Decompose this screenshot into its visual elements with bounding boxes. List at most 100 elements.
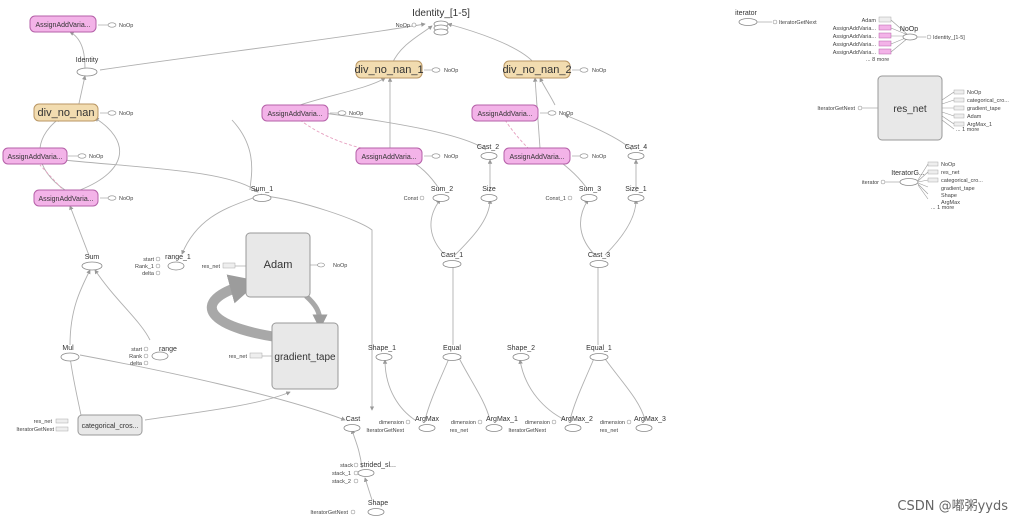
equal-node[interactable]: Equal: [442, 345, 462, 361]
assign-add-node-2[interactable]: AssignAddVaria... NoOp: [2, 147, 103, 165]
cast-node[interactable]: Cast: [343, 416, 361, 432]
svg-text:Sum_3: Sum_3: [579, 186, 601, 193]
svg-text:dimension: dimension: [525, 420, 550, 426]
categorical-crossentropy-node[interactable]: categorical_cros... res_net IteratorGetN…: [16, 414, 143, 436]
svg-text:iterator: iterator: [735, 10, 757, 17]
svg-text:Adam: Adam: [967, 114, 982, 120]
svg-text:AssignAddVaria...: AssignAddVaria...: [833, 34, 877, 40]
sum-node[interactable]: Sum: [81, 254, 103, 271]
svg-text:AssignAddVaria...: AssignAddVaria...: [477, 111, 532, 118]
assign-add-node-7[interactable]: AssignAddVaria... NoOp: [503, 147, 606, 165]
cast-4-node[interactable]: Cast_4: [625, 144, 647, 160]
equal-1-node[interactable]: Equal_1: [586, 345, 612, 361]
svg-text:start: start: [143, 257, 154, 263]
aux-iterator-get-next[interactable]: IteratorG... iterator NoOp res_net categ…: [862, 161, 983, 211]
mul-node[interactable]: Mul: [60, 345, 80, 362]
aux-res-net[interactable]: res_net IteratorGetNext NoOp categorical…: [817, 75, 1009, 141]
svg-text:IteratorGetNext: IteratorGetNext: [508, 428, 546, 434]
svg-text:Cast_3: Cast_3: [588, 252, 610, 259]
svg-text:NoOp: NoOp: [119, 23, 133, 29]
assign-add-node-3[interactable]: AssignAddVaria... NoOp: [33, 189, 133, 207]
div-no-nan-2-node[interactable]: div_no_nan_2 NoOp: [502, 60, 606, 79]
svg-text:IteratorGetNext: IteratorGetNext: [366, 428, 404, 434]
aux-noop[interactable]: Adam AssignAddVaria... AssignAddVaria...…: [833, 16, 966, 63]
shape-1-node[interactable]: Shape_1: [368, 345, 396, 361]
assign-add-node-5[interactable]: AssignAddVaria... NoOp: [355, 147, 458, 165]
range-node[interactable]: range start Rank delta: [129, 346, 177, 367]
range-1-node[interactable]: range_1 start Rank_1 delta: [135, 254, 191, 277]
argmax-2-node[interactable]: ArgMax_2 dimension IteratorGetNext: [508, 416, 593, 434]
identity-1-5-label: Identity_[1-5]: [412, 8, 470, 19]
identity-node[interactable]: Identity: [76, 57, 99, 77]
svg-text:res_net: res_net: [229, 354, 248, 360]
watermark-text: CSDN @嘟粥yyds: [897, 499, 1008, 514]
svg-text:NoOp: NoOp: [967, 90, 981, 96]
svg-text:div_no_nan_2: div_no_nan_2: [502, 64, 571, 76]
gradient-tape-node[interactable]: gradient_tape res_net: [229, 322, 339, 390]
shape-node[interactable]: Shape IteratorGetNext: [310, 500, 388, 516]
svg-text:Adam: Adam: [264, 259, 293, 271]
sum-2-node[interactable]: Sum_2 Const: [404, 186, 454, 202]
edges: [39, 22, 646, 501]
svg-text:Const_1: Const_1: [546, 196, 567, 202]
svg-text:Shape_1: Shape_1: [368, 345, 396, 352]
argmax-node[interactable]: ArgMax dimension IteratorGetNext: [366, 416, 439, 434]
svg-text:Cast: Cast: [346, 416, 360, 423]
adam-node[interactable]: Adam res_net NoOp: [202, 232, 348, 298]
assign-add-node-4[interactable]: AssignAddVaria... NoOp: [261, 104, 363, 122]
assign-add-node-6[interactable]: AssignAddVaria... NoOp: [471, 104, 573, 122]
svg-text:Size: Size: [482, 186, 496, 193]
svg-text:AssignAddVaria...: AssignAddVaria...: [833, 42, 877, 48]
svg-text:AssignAddVaria...: AssignAddVaria...: [833, 50, 877, 56]
svg-text:delta: delta: [142, 271, 155, 277]
svg-text:Size_1: Size_1: [625, 186, 647, 193]
shape-2-node[interactable]: Shape_2: [507, 345, 535, 361]
svg-text:... 1 more: ... 1 more: [956, 127, 979, 133]
argmax-3-node[interactable]: ArgMax_3 dimension res_net: [600, 416, 666, 434]
svg-text:res_net: res_net: [202, 264, 221, 270]
svg-text:AssignAddVaria...: AssignAddVaria...: [7, 154, 62, 161]
svg-text:gradient_tape: gradient_tape: [967, 106, 1001, 112]
svg-text:gradient_tape: gradient_tape: [274, 352, 336, 363]
svg-text:... 1 more: ... 1 more: [931, 205, 954, 211]
svg-text:stack: stack: [340, 463, 353, 469]
svg-text:NoOp: NoOp: [592, 68, 606, 74]
svg-text:ArgMax_1: ArgMax_1: [967, 122, 992, 128]
svg-text:Rank: Rank: [129, 354, 142, 360]
svg-text:Const: Const: [404, 196, 419, 202]
svg-text:IteratorGetNext: IteratorGetNext: [16, 427, 54, 433]
svg-text:ArgMax_2: ArgMax_2: [561, 416, 593, 423]
argmax-1-node[interactable]: ArgMax_1 dimension res_net: [450, 416, 518, 434]
svg-text:categorical_cro...: categorical_cro...: [941, 178, 983, 184]
identity-1-5-node[interactable]: Identity_[1-5] NoOp: [396, 8, 471, 36]
svg-text:Sum: Sum: [85, 254, 100, 261]
size-1-node[interactable]: Size_1: [625, 186, 647, 202]
svg-text:NoOp: NoOp: [119, 111, 133, 117]
sum-3-node[interactable]: Sum_3 Const_1: [546, 186, 602, 202]
svg-text:Cast_1: Cast_1: [441, 252, 463, 259]
svg-text:Identity_[1-5]: Identity_[1-5]: [933, 35, 965, 41]
svg-text:ArgMax_1: ArgMax_1: [486, 416, 518, 423]
cast-1-node[interactable]: Cast_1: [441, 252, 463, 268]
svg-text:Equal_1: Equal_1: [586, 345, 612, 352]
cast-2-node[interactable]: Cast_2: [477, 144, 499, 160]
svg-text:ArgMax: ArgMax: [415, 416, 440, 423]
svg-text:gradient_tape: gradient_tape: [941, 186, 975, 192]
sum-1-node[interactable]: Sum_1: [251, 186, 273, 202]
svg-text:dimension: dimension: [600, 420, 625, 426]
size-node[interactable]: Size: [480, 186, 498, 202]
svg-text:iterator: iterator: [862, 180, 879, 186]
strided-slice-node[interactable]: strided_sl... stack stack_1 stack_2: [332, 462, 396, 485]
div-no-nan-1-node[interactable]: div_no_nan_1 NoOp: [354, 60, 458, 79]
svg-text:res_net: res_net: [600, 428, 619, 434]
svg-text:NoOp: NoOp: [89, 154, 103, 160]
svg-text:NoOp: NoOp: [444, 154, 458, 160]
assign-add-node-1[interactable]: AssignAddVaria... NoOp: [29, 15, 133, 33]
aux-iterator[interactable]: iterator IteratorGetNext: [735, 10, 817, 26]
svg-text:res_net: res_net: [450, 428, 469, 434]
div-no-nan-node[interactable]: div_no_nan NoOp: [33, 103, 133, 122]
cast-3-node[interactable]: Cast_3: [588, 252, 610, 268]
svg-text:Cast_2: Cast_2: [477, 144, 499, 151]
svg-text:Rank_1: Rank_1: [135, 264, 154, 270]
